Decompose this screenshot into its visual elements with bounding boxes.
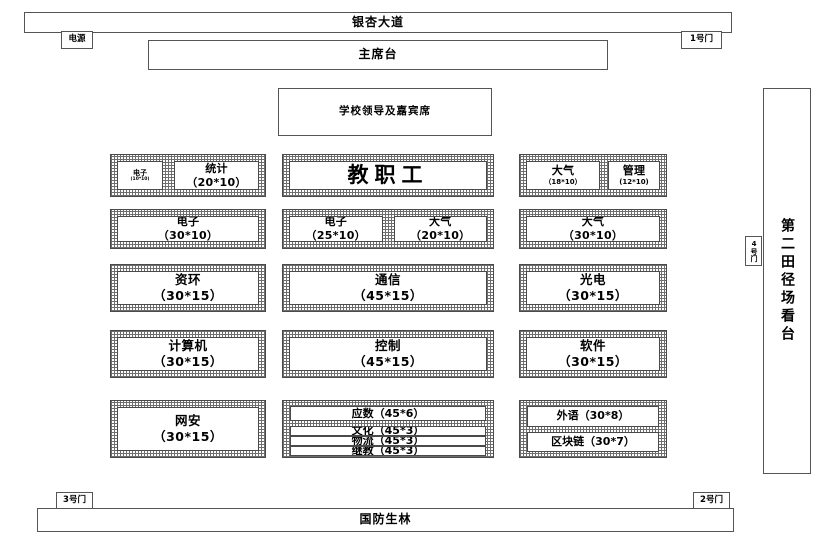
seat-cell-size: （30*15） <box>558 288 628 303</box>
seat-cell-ruanjian[interactable]: 软件 （30*15） <box>526 337 660 371</box>
seat-cell-size: （30*15） <box>153 354 223 369</box>
podium-label: 主席台 <box>358 47 398 62</box>
seat-cell-size: （45*15） <box>353 288 423 303</box>
seat-cell-zihuan[interactable]: 资环 （30*15） <box>117 271 259 305</box>
top-road-label: 银杏大道 <box>351 14 404 29</box>
seat-cell-name: 计算机 <box>168 338 208 354</box>
seat-cell-size: (12*10) <box>619 178 649 186</box>
seat-cell-name: 电子 <box>324 216 348 229</box>
block-divider <box>163 161 174 190</box>
seat-cell-tongxin[interactable]: 通信 （45*15） <box>289 271 487 305</box>
seat-cell-dianzi-small[interactable]: 电子 (10*10) <box>117 161 163 190</box>
grandstand-label: 第二田径场看台 <box>779 218 795 344</box>
gate-4-label: 4号门 <box>750 240 758 262</box>
seat-cell-name: 大气 <box>581 216 605 229</box>
seat-cell-dianzi-30[interactable]: 电子 （30*10） <box>117 216 259 242</box>
row-1-right-block[interactable]: 大气 （18*10） 管理 (12*10) <box>519 154 667 197</box>
row-4-center-block[interactable]: 控制 （45*15） <box>282 330 494 378</box>
seat-cell-jijiao[interactable]: 继教（45*3） <box>290 446 486 456</box>
gate-3-box[interactable]: 3号门 <box>56 492 93 509</box>
seat-cell-tongji[interactable]: 统计 （20*10） <box>174 161 259 190</box>
power-source-label: 电源 <box>68 34 86 45</box>
seat-cell-label: 物流（45*3） <box>351 436 425 446</box>
seat-cell-guangdian[interactable]: 光电 （30*15） <box>526 271 660 305</box>
row-2-right-block[interactable]: 大气 （30*10） <box>519 209 667 249</box>
row-5-center-block[interactable]: 应数（45*6） 文化（45*3） 物流（45*3） 继教（45*3） <box>282 400 494 458</box>
seat-cell-name: 电子 <box>133 168 147 177</box>
seat-cell-size: （45*15） <box>353 354 423 369</box>
seat-cell-yingshu[interactable]: 应数（45*6） <box>290 406 486 421</box>
seat-cell-wenhua[interactable]: 文化（45*3） <box>290 426 486 436</box>
row-2-left-block[interactable]: 电子 （30*10） <box>110 209 266 249</box>
gate-3-label: 3号门 <box>63 494 86 505</box>
seat-cell-daqi-18[interactable]: 大气 （18*10） <box>526 161 600 190</box>
seat-cell-daqi-20[interactable]: 大气 （20*10） <box>393 216 487 242</box>
seat-cell-size: （20*10） <box>410 229 471 242</box>
row-2-center-block[interactable]: 电子 （25*10） 大气 （20*10） <box>282 209 494 249</box>
seat-cell-label: 继教（45*3） <box>351 446 425 456</box>
top-road-banner: 银杏大道 <box>24 12 732 33</box>
bottom-road-banner: 国防生林 <box>37 508 734 532</box>
row-5-left-block[interactable]: 网安 （30*15） <box>110 400 266 458</box>
block-divider <box>383 216 394 242</box>
seat-cell-label: 外语（30*8） <box>556 409 630 423</box>
gate-2-box[interactable]: 2号门 <box>693 492 730 509</box>
seat-cell-size: （30*15） <box>558 354 628 369</box>
seat-cell-name: 资环 <box>174 272 201 288</box>
seat-cell-name: 通信 <box>374 272 401 288</box>
row-4-left-block[interactable]: 计算机 （30*15） <box>110 330 266 378</box>
seat-cell-name: 网安 <box>174 413 201 429</box>
seat-cell-name: 光电 <box>579 272 606 288</box>
seat-cell-name: 软件 <box>579 338 606 354</box>
row-5-right-block[interactable]: 外语（30*8） 区块链（30*7） <box>519 400 667 458</box>
seat-cell-jisuanji[interactable]: 计算机 （30*15） <box>117 337 259 371</box>
row-3-center-block[interactable]: 通信 （45*15） <box>282 264 494 312</box>
seat-cell-name: 教职工 <box>347 163 429 188</box>
row-4-right-block[interactable]: 软件 （30*15） <box>519 330 667 378</box>
seat-cell-wangan[interactable]: 网安 （30*15） <box>117 407 259 451</box>
row-3-right-block[interactable]: 光电 （30*15） <box>519 264 667 312</box>
gate-1-box[interactable]: 1号门 <box>681 31 722 49</box>
guest-seating-label: 学校领导及嘉宾席 <box>339 105 431 118</box>
seat-cell-size: （25*10） <box>305 229 366 242</box>
power-source-box: 电源 <box>61 31 93 49</box>
seat-cell-guanli[interactable]: 管理 (12*10) <box>608 161 660 190</box>
podium-box: 主席台 <box>148 40 608 70</box>
seat-cell-size: （18*10） <box>544 178 582 186</box>
seat-cell-name: 管理 <box>622 164 646 178</box>
seat-cell-label: 区块链（30*7） <box>551 434 635 448</box>
block-divider <box>600 161 608 190</box>
seat-cell-size: （30*15） <box>153 288 223 303</box>
seat-cell-daqi-30[interactable]: 大气 （30*10） <box>526 216 660 242</box>
second-track-grandstand: 第二田径场看台 <box>763 88 811 474</box>
row-1-left-block[interactable]: 电子 (10*10) 统计 （20*10） <box>110 154 266 197</box>
seat-cell-name: 电子 <box>176 216 200 229</box>
bottom-road-label: 国防生林 <box>359 512 412 527</box>
gate-2-label: 2号门 <box>700 494 723 505</box>
row-3-left-block[interactable]: 资环 （30*15） <box>110 264 266 312</box>
seat-cell-size: （30*10） <box>562 229 624 242</box>
seat-cell-qukuailian[interactable]: 区块链（30*7） <box>527 431 659 452</box>
gate-4-box[interactable]: 4号门 <box>745 236 762 266</box>
seat-cell-size: （30*10） <box>157 229 219 242</box>
seat-cell-size: （30*15） <box>153 429 223 444</box>
seat-cell-kongzhi[interactable]: 控制 （45*15） <box>289 337 487 371</box>
guest-seating-box: 学校领导及嘉宾席 <box>278 88 492 136</box>
seat-cell-size: （20*10） <box>186 175 247 189</box>
seat-cell-name: 大气 <box>428 216 452 229</box>
seat-cell-name: 控制 <box>374 338 401 354</box>
seat-cell-dianzi-25[interactable]: 电子 （25*10） <box>289 216 383 242</box>
seat-cell-label: 应数（45*6） <box>351 406 425 420</box>
seat-cell-wuliu[interactable]: 物流（45*3） <box>290 436 486 446</box>
seat-cell-name: 大气 <box>551 164 575 178</box>
seat-cell-name: 统计 <box>205 161 228 175</box>
seat-cell-waiyu[interactable]: 外语（30*8） <box>527 406 659 427</box>
seat-cell-size: (10*10) <box>130 176 150 182</box>
row-1-center-block[interactable]: 教职工 <box>282 154 494 197</box>
seat-cell-staff[interactable]: 教职工 <box>289 161 487 190</box>
gate-1-label: 1号门 <box>690 34 713 45</box>
seat-cell-label: 文化（45*3） <box>351 426 425 436</box>
